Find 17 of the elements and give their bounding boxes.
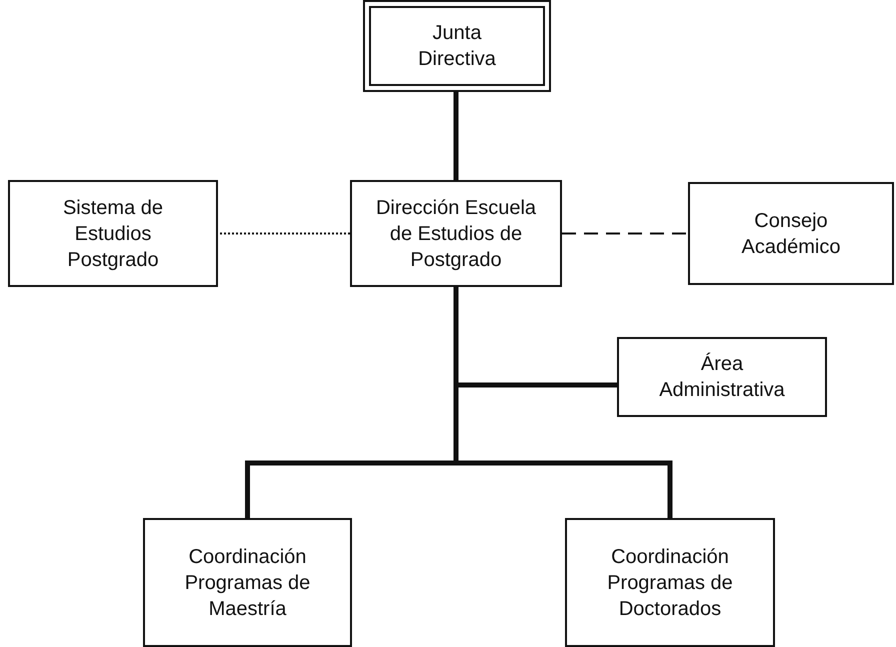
connector-line (454, 92, 458, 180)
box-label: Coordinación Programas de Maestría (184, 544, 312, 622)
box-label: Consejo Académico (740, 208, 842, 260)
connector-line (562, 232, 688, 234)
org-box (617, 337, 827, 417)
org-box (8, 180, 218, 287)
org-box (688, 182, 894, 285)
double-bordered-box (363, 0, 551, 92)
org-box (143, 518, 352, 647)
box-label: Coordinación Programas de Doctorados (606, 544, 734, 622)
box-label: Sistema de Estudios Postgrado (62, 196, 164, 272)
org-box (565, 518, 775, 647)
box-label: Área Administrativa (658, 352, 786, 403)
org-box (350, 180, 562, 287)
box-label: Dirección Escuela de Estudios de Postgrado (374, 196, 538, 272)
box-label: Junta Directiva (417, 21, 497, 72)
connector-line (218, 232, 350, 234)
